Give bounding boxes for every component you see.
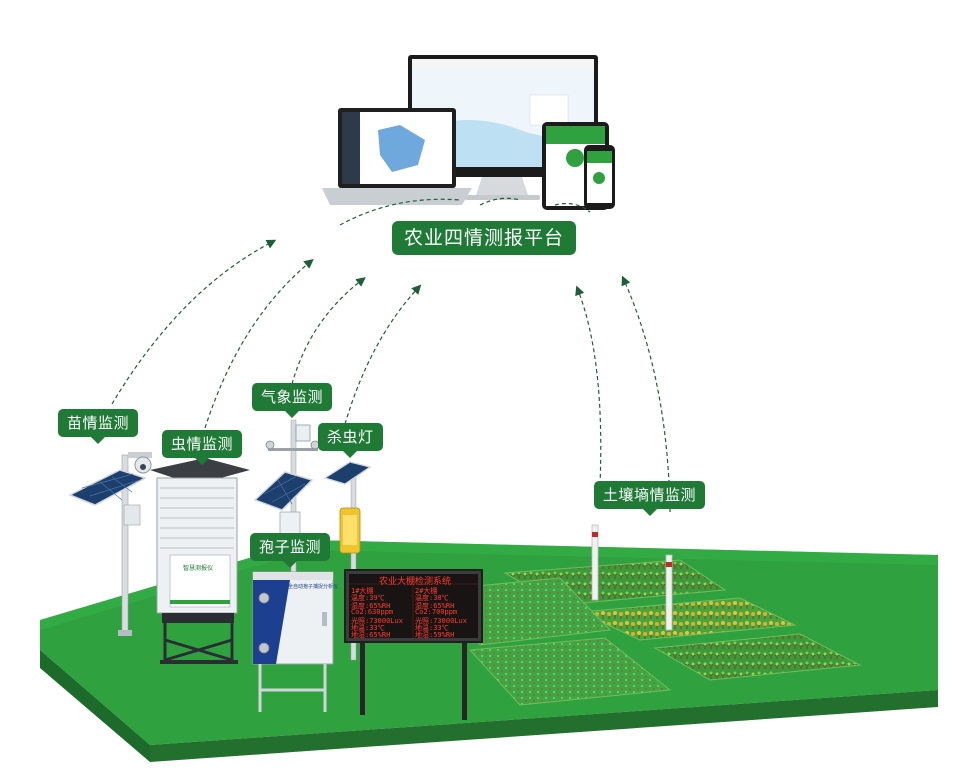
- callout-spore-monitoring: 孢子监测: [250, 533, 331, 568]
- led-board-cell: 温度:39℃: [351, 594, 385, 603]
- callout-insect-lamp: 杀虫灯: [318, 423, 383, 458]
- led-board-cell: Co2:700ppm: [415, 608, 458, 617]
- seedling-monitor-station: [68, 452, 152, 636]
- data-flow-arrows: [111, 197, 671, 513]
- led-board-title: 农业大棚检测系统: [379, 577, 452, 587]
- arrow-seedling: [111, 239, 277, 405]
- callout-soil-moisture-monitoring: 土壤墒情监测: [594, 481, 706, 516]
- led-board-cell: 光照:73000Lux: [351, 616, 403, 625]
- arrow-platform-link-1: [479, 197, 521, 206]
- arrow-soil-2: [621, 275, 671, 513]
- led-display-board: [344, 569, 483, 720]
- led-board-cell: 地湿:65%RH: [351, 631, 391, 640]
- arrow-weather: [291, 277, 366, 385]
- insect-killing-lamp: [323, 461, 372, 661]
- pest-monitor-trap: [150, 458, 250, 664]
- led-board-cell: 湿度:65%RH: [351, 601, 391, 610]
- led-board-cell: 地温:33℃: [415, 624, 449, 632]
- display-devices: [322, 55, 615, 210]
- led-board-cell: 光照:73000Lux: [415, 616, 467, 625]
- arrow-pest: [204, 258, 314, 429]
- led-board-cell: 2#大棚: [415, 587, 438, 595]
- led-board-cell: 地湿:59%RH: [415, 631, 455, 640]
- led-board-cell: 1#大棚: [351, 587, 374, 595]
- soil-moisture-probes: [591, 524, 673, 631]
- arrow-lamp: [344, 284, 422, 425]
- led-board-cell: 地温:33℃: [351, 624, 385, 632]
- callout-seedling-monitoring: 苗情监测: [58, 409, 139, 444]
- arrow-platform-link-2: [554, 202, 591, 213]
- pest-device-text: 智慧测报仪: [183, 565, 214, 572]
- platform-label: 农业四情测报平台: [392, 221, 577, 255]
- arrow-soil-1: [575, 285, 602, 486]
- spore-device-text: 全自动孢子捕捉分析仪: [288, 584, 339, 590]
- callout-weather-monitoring: 气象监测: [252, 383, 333, 418]
- led-board-cell: Co2:630ppm: [351, 608, 394, 617]
- spore-analyzer-cabinet: [252, 571, 334, 712]
- led-board-cell: 湿度:65%RH: [415, 601, 455, 610]
- callout-pest-monitoring: 虫情监测: [162, 430, 243, 465]
- led-board-cell: 温度:38℃: [415, 594, 449, 603]
